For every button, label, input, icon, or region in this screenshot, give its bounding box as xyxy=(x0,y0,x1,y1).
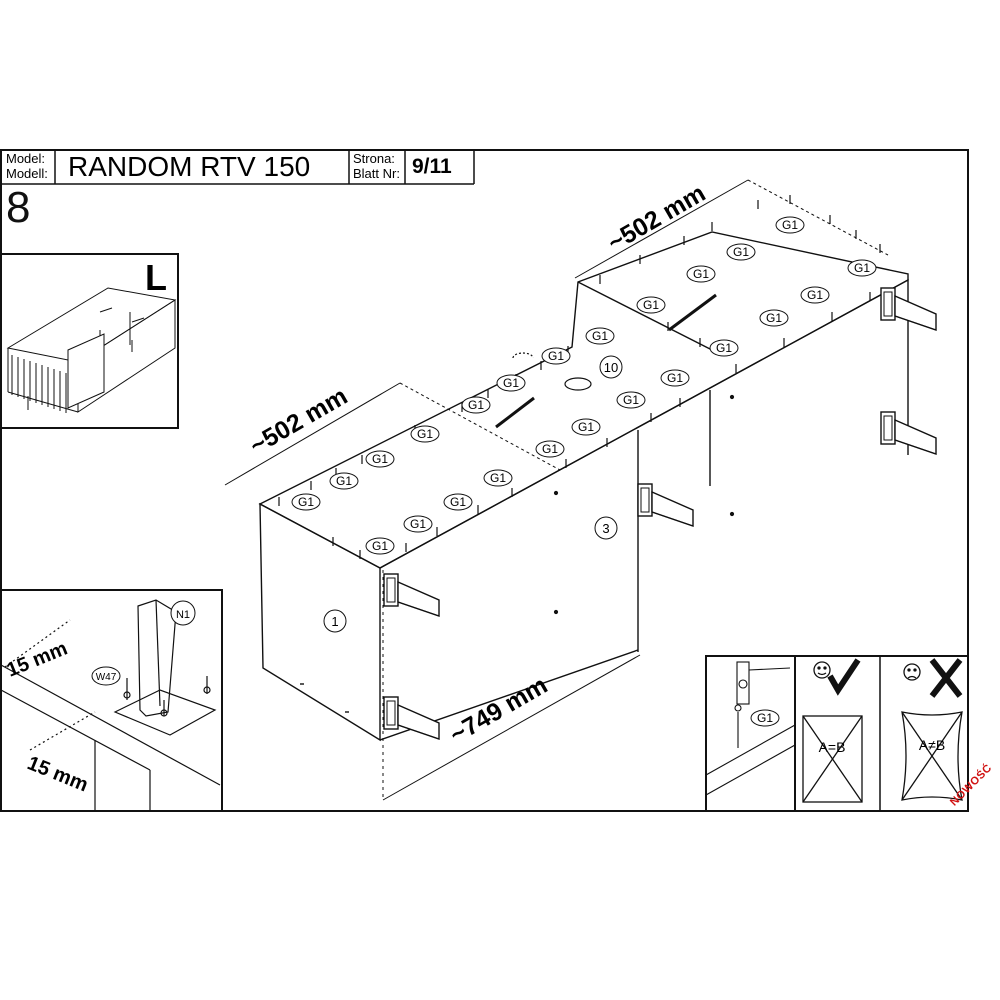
leg-front-bottom xyxy=(383,696,440,740)
fitting-label: G1 xyxy=(757,711,773,725)
model-label: Model: xyxy=(6,151,46,166)
unequal-diagonals-text: A≠B xyxy=(919,737,945,753)
height-dimension: ~749 mm xyxy=(445,671,552,749)
fitting-label: G1 xyxy=(807,288,823,302)
ok-check-panel xyxy=(802,658,863,803)
page-label: Strona: xyxy=(353,151,395,166)
fitting-label: G1 xyxy=(298,495,314,509)
equal-diagonals-text: A=B xyxy=(819,739,846,755)
fitting-label: G1 xyxy=(578,420,594,434)
step-number: 8 xyxy=(6,183,31,232)
fitting-label: G1 xyxy=(410,517,426,531)
blatt-label: Blatt Nr: xyxy=(353,166,400,181)
page-number: 9/11 xyxy=(412,155,452,178)
fitting-label: G1 xyxy=(450,495,466,509)
leg-front-top xyxy=(383,573,440,617)
fitting-label: G1 xyxy=(592,329,608,343)
fitting-label: G1 xyxy=(372,452,388,466)
fitting-label: G1 xyxy=(490,471,506,485)
screw-markers xyxy=(278,195,881,559)
bad-check-panel xyxy=(901,658,963,801)
cabinet-overview-icon xyxy=(6,287,177,413)
width-dimension-right: ~502 mm xyxy=(603,179,710,257)
fitting-label: G1 xyxy=(643,298,659,312)
fitting-label: G1 xyxy=(548,349,564,363)
fitting-label: G1 xyxy=(766,311,782,325)
fitting-label: G1 xyxy=(667,371,683,385)
screw-label-W47: W47 xyxy=(96,672,117,683)
part-number-10: 10 xyxy=(604,360,618,375)
foot-mounting-detail xyxy=(0,599,221,811)
part-number-3: 3 xyxy=(602,521,609,536)
leg-label-N1: N1 xyxy=(176,609,190,621)
fitting-label: G1 xyxy=(417,427,433,441)
fitting-label: G1 xyxy=(336,474,352,488)
width-dimension-left: ~502 mm xyxy=(245,382,352,460)
modell-label: Modell: xyxy=(6,166,48,181)
leg-middle xyxy=(637,483,694,527)
fitting-label: G1 xyxy=(503,376,519,390)
part-number-1: 1 xyxy=(331,614,338,629)
fitting-label: G1 xyxy=(542,442,558,456)
fitting-label: G1 xyxy=(716,341,732,355)
fitting-label: G1 xyxy=(468,398,484,412)
fitting-label: G1 xyxy=(854,261,870,275)
fitting-label: G1 xyxy=(782,218,798,232)
side-letter-L: L xyxy=(145,257,167,298)
top-details xyxy=(495,293,735,615)
fitting-label: G1 xyxy=(623,393,639,407)
pin-detail xyxy=(705,661,796,796)
fitting-label: G1 xyxy=(733,245,749,259)
model-name: RANDOM RTV 150 xyxy=(68,151,311,182)
fitting-label: G1 xyxy=(693,267,709,281)
fitting-label: G1 xyxy=(372,539,388,553)
